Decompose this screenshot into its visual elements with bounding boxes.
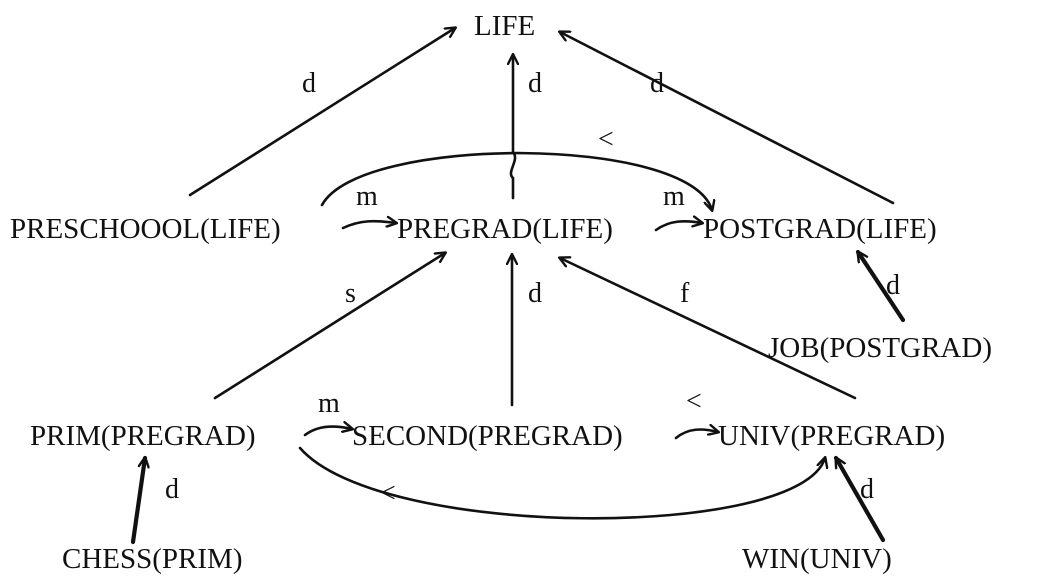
label-preschool-life: d	[302, 68, 316, 99]
edge-preschool-life	[188, 28, 455, 197]
edge-univ-pregrad	[560, 258, 857, 400]
node-win: WIN(UNIV)	[742, 543, 892, 575]
node-second: SECOND(PREGRAD)	[352, 420, 623, 452]
label-pregrad-life: d	[528, 68, 542, 99]
edge-preschool-postgrad	[320, 151, 712, 210]
label-prim-univ: <	[380, 478, 396, 509]
edge-prim-pregrad	[213, 253, 445, 400]
node-postgrad: POSTGRAD(LIFE)	[703, 213, 937, 245]
edge-pregrad-life	[511, 55, 515, 200]
edge-prim-univ	[298, 446, 825, 520]
edge-win-univ	[833, 455, 886, 543]
label-preschool-postgrad: <	[598, 124, 614, 155]
edge-pregrad-postgrad	[654, 221, 702, 232]
node-prim: PRIM(PREGRAD)	[30, 420, 256, 452]
label-univ-pregrad: f	[680, 278, 690, 309]
label-win-univ: d	[860, 474, 874, 505]
label-prim-pregrad: s	[345, 278, 356, 309]
label-preschool-pregrad: m	[356, 181, 378, 212]
label-postgrad-life: d	[650, 68, 664, 99]
label-second-pregrad: d	[528, 278, 542, 309]
edge-postgrad-life	[560, 32, 895, 205]
node-job: JOB(POSTGRAD)	[768, 332, 992, 364]
node-univ: UNIV(PREGRAD)	[718, 420, 945, 452]
edge-job-postgrad	[855, 249, 906, 323]
node-life: LIFE	[474, 10, 535, 42]
node-preschool: PRESCHOOOL(LIFE)	[10, 213, 281, 245]
label-second-univ: <	[686, 386, 702, 417]
node-pregrad: PREGRAD(LIFE)	[397, 213, 613, 245]
edge-chess-prim	[130, 458, 145, 545]
edge-second-univ	[674, 430, 718, 440]
label-chess-prim: d	[165, 474, 179, 505]
label-job-postgrad: d	[886, 270, 900, 301]
node-chess: CHESS(PRIM)	[62, 543, 243, 575]
label-pregrad-postgrad: m	[663, 181, 685, 212]
edge-preschool-pregrad	[341, 221, 396, 230]
edge-prim-second	[303, 427, 352, 437]
label-prim-second: m	[318, 388, 340, 419]
